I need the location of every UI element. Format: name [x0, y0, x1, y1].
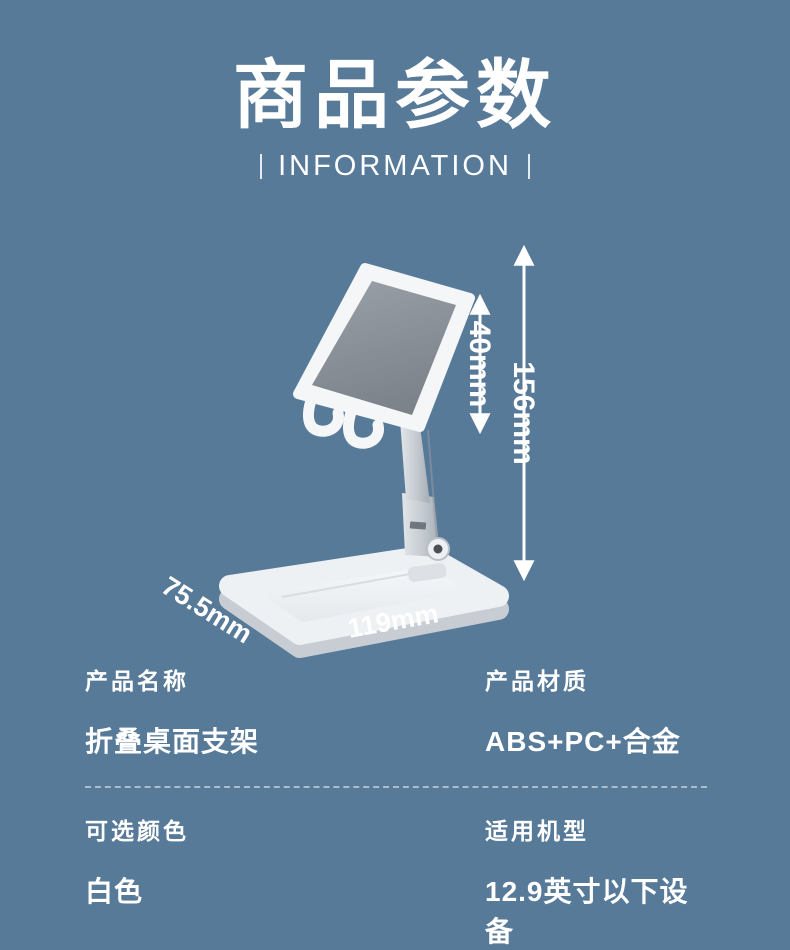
spec-product-name: 产品名称 折叠桌面支架 [85, 662, 485, 760]
spec-row-bottom: 可选颜色 白色 适用机型 12.9英寸以下设备 [85, 812, 707, 950]
dim-label-156mm: 156mm [507, 361, 540, 464]
stand-arm [400, 420, 450, 561]
page-title: 商品参数 [232, 53, 557, 137]
left-tick [260, 154, 263, 180]
spec-material: 产品材质 ABS+PC+合金 [485, 662, 707, 760]
spec-section: 产品名称 折叠桌面支架 产品材质 ABS+PC+合金 可选颜色 白色 适用机型 … [85, 662, 707, 950]
spec-label: 适用机型 [485, 818, 589, 844]
spec-value: 折叠桌面支架 [85, 726, 260, 757]
spec-value: 白色 [85, 876, 144, 907]
page-subtitle: INFORMATION [278, 150, 512, 183]
spec-label: 可选颜色 [85, 818, 189, 844]
right-tick [527, 154, 530, 180]
stand-pad [293, 263, 475, 449]
spec-value: ABS+PC+合金 [485, 726, 681, 757]
divider [85, 786, 707, 788]
pad-hook-left [303, 391, 344, 437]
subtitle-row: INFORMATION [0, 150, 790, 183]
spec-color: 可选颜色 白色 [85, 812, 485, 950]
dim-label-40mm: 40mm [463, 321, 496, 408]
product-diagram: 40mm 156mm 75.5mm 119mm [156, 244, 540, 658]
spec-label: 产品材质 [485, 668, 589, 694]
dimension-total-height: 156mm [507, 244, 540, 582]
spec-label: 产品名称 [85, 668, 189, 694]
stand-base [219, 545, 509, 658]
base-hinge-tab [407, 563, 447, 582]
spec-value: 12.9英寸以下设备 [485, 876, 689, 947]
pad-hook-right [343, 403, 384, 449]
spec-row-top: 产品名称 折叠桌面支架 产品材质 ABS+PC+合金 [85, 662, 707, 760]
arm-logo [409, 521, 427, 530]
dimension-pad-height: 40mm [463, 293, 496, 435]
spec-compatibility: 适用机型 12.9英寸以下设备 [485, 812, 707, 950]
header: 商品参数 INFORMATION [0, 0, 790, 183]
